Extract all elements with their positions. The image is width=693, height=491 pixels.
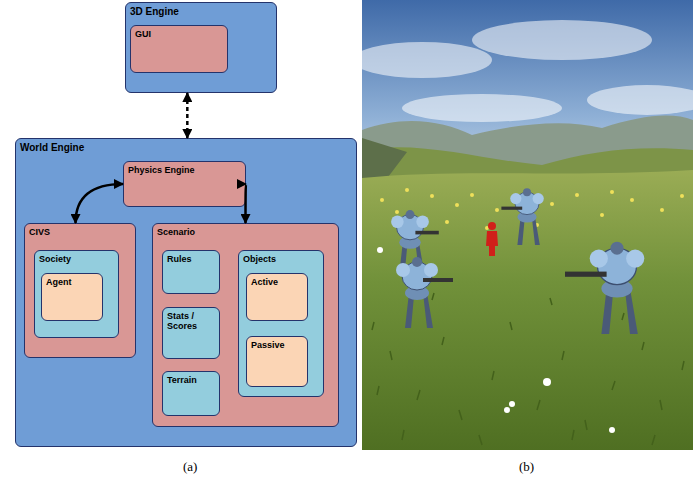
component-box: Active bbox=[246, 273, 308, 321]
robot bbox=[565, 242, 644, 334]
engine-box: World EnginePhysics EngineCIVS SocietyAge… bbox=[15, 138, 357, 447]
module-box: Terrain bbox=[162, 371, 220, 416]
module-box: Rules bbox=[162, 250, 220, 294]
white-flowers bbox=[377, 247, 615, 433]
box-label: 3D Engine bbox=[130, 6, 272, 18]
module-box: ScenarioRulesStats / ScoresTerrain Object… bbox=[152, 223, 339, 427]
subfigure-label: (b) bbox=[519, 459, 534, 475]
curved-arrow bbox=[244, 184, 247, 223]
engine-box: 3D EngineGUI bbox=[125, 2, 277, 93]
box-label: Society bbox=[39, 254, 114, 264]
box-label: GUI bbox=[135, 29, 223, 39]
module-box: GUI bbox=[130, 25, 228, 73]
box-label: CIVS bbox=[29, 227, 131, 237]
module-box: CIVS SocietyAgent bbox=[24, 223, 136, 358]
grass-field bbox=[362, 170, 693, 450]
box-label: Physics Engine bbox=[128, 165, 241, 175]
box-label: Scenario bbox=[157, 227, 334, 237]
module-box: ObjectsActivePassive bbox=[238, 250, 324, 397]
module-box: Stats / Scores bbox=[162, 307, 220, 359]
box-label: Passive bbox=[251, 340, 303, 350]
yellow-flowers bbox=[380, 188, 684, 230]
dashed-arrow bbox=[186, 93, 189, 138]
box-label: Agent bbox=[46, 277, 98, 287]
robot bbox=[396, 257, 453, 328]
component-box: Passive bbox=[246, 336, 308, 387]
box-label: World Engine bbox=[20, 142, 352, 154]
clouds bbox=[362, 20, 693, 122]
box-label: Terrain bbox=[167, 375, 215, 385]
grass-blades bbox=[372, 293, 684, 445]
game-screenshot bbox=[362, 0, 693, 450]
box-label: Rules bbox=[167, 254, 215, 264]
module-box: Physics Engine bbox=[123, 161, 246, 207]
box-label: Objects bbox=[243, 254, 319, 264]
red-figure bbox=[486, 222, 498, 256]
module-box: SocietyAgent bbox=[34, 250, 119, 338]
robot bbox=[501, 188, 543, 245]
subfigure-label: (a) bbox=[183, 459, 197, 475]
curved-arrow bbox=[76, 184, 123, 223]
component-box: Agent bbox=[41, 273, 103, 321]
box-label: Stats / Scores bbox=[167, 311, 215, 332]
box-label: Active bbox=[251, 277, 303, 287]
